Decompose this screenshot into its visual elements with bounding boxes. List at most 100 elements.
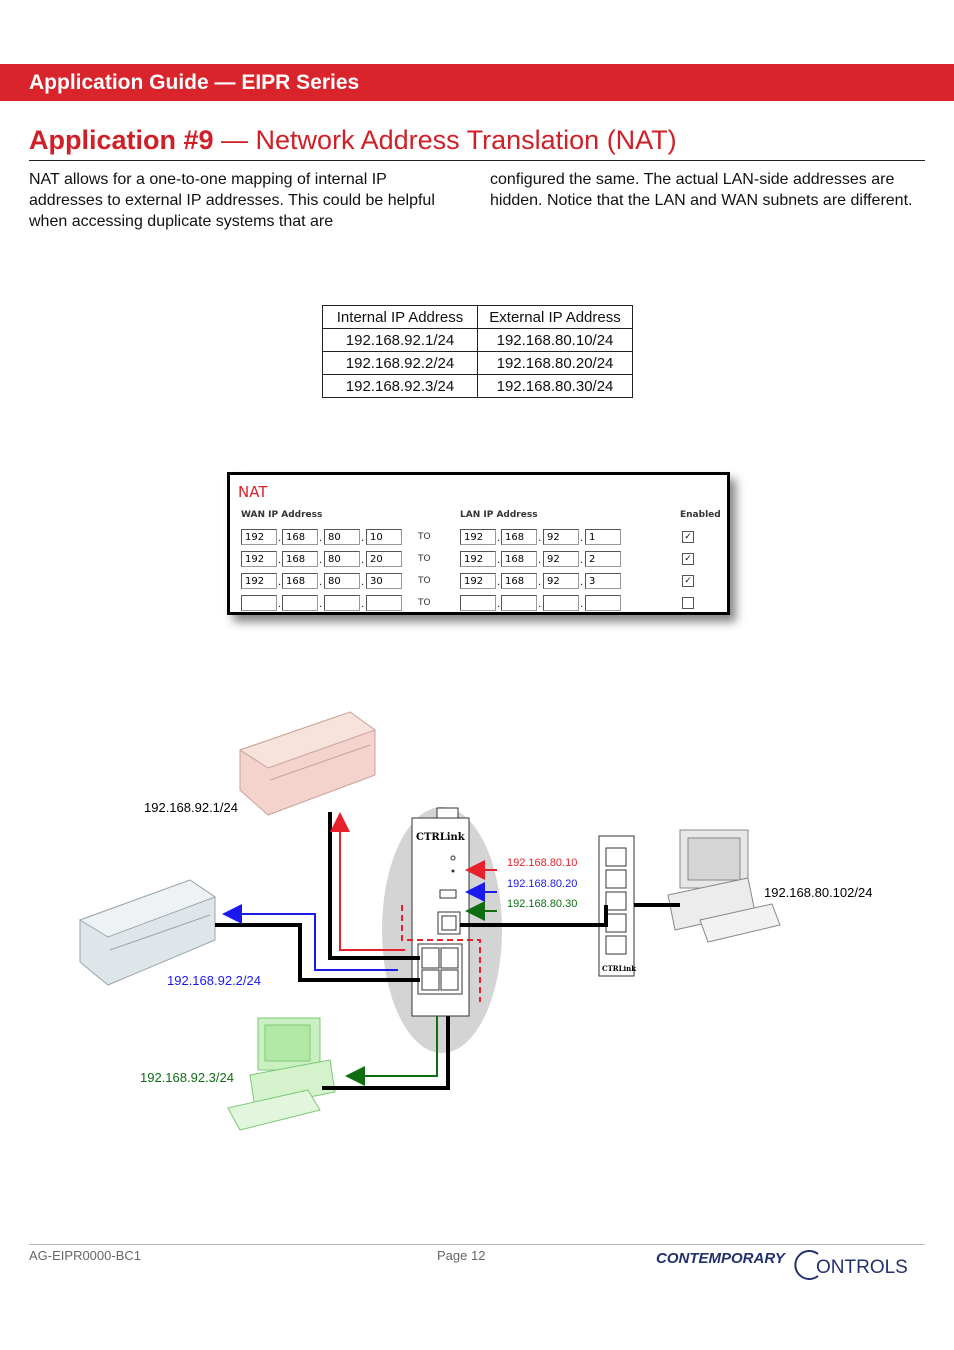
lan-octet-input[interactable]: 192	[460, 573, 496, 589]
page-title-rest: — Network Address Translation (NAT)	[213, 125, 677, 155]
lan-octet-input[interactable]: 192	[460, 551, 496, 567]
red-dashed-mapping	[401, 905, 481, 1002]
octet-separator: .	[361, 533, 365, 544]
blue-traffic-arrow	[222, 904, 398, 971]
octet-separator: .	[319, 599, 323, 610]
octet-separator: .	[361, 577, 365, 588]
lan-octet-input[interactable]: 2	[585, 551, 621, 567]
external-ip-label-1: 192.168.80.10	[507, 857, 577, 869]
lan-octet-input[interactable]	[501, 595, 537, 611]
lan-octet-input[interactable]: 1	[585, 529, 621, 545]
nat-table-row: ...TO...	[230, 595, 727, 615]
wan-octet-input[interactable]: 10	[366, 529, 402, 545]
octet-separator: .	[497, 599, 501, 610]
intro-paragraph-right: configured the same. The actual LAN-side…	[490, 171, 913, 209]
enabled-checkbox[interactable]: ✓	[682, 531, 694, 543]
banner-title: Application Guide — EIPR Series	[29, 71, 360, 94]
octet-separator: .	[361, 599, 365, 610]
table-header: External IP Address	[477, 305, 633, 329]
octet-separator: .	[278, 555, 282, 566]
wan-octet-input[interactable]: 192	[241, 529, 277, 545]
octet-separator: .	[278, 533, 282, 544]
octet-separator: .	[319, 533, 323, 544]
table-cell: 192.168.92.2/24	[322, 351, 478, 375]
wan-octet-input[interactable]: 30	[366, 573, 402, 589]
switch-brand-label: CTRLink	[602, 964, 636, 973]
lan-octet-input[interactable]	[543, 595, 579, 611]
document-id: AG-EIPR0000-BC1	[29, 1248, 141, 1263]
green-computer	[227, 1017, 336, 1131]
lan-octet-input[interactable]: 168	[501, 573, 537, 589]
table-cell: 192.168.92.3/24	[322, 374, 478, 398]
wan-octet-input[interactable]	[241, 595, 277, 611]
wan-octet-input[interactable]: 192	[241, 573, 277, 589]
lan-octet-input[interactable]: 168	[501, 529, 537, 545]
wan-octet-input[interactable]: 192	[241, 551, 277, 567]
wan-octet-input[interactable]: 80	[324, 573, 360, 589]
table-cell: 192.168.80.20/24	[477, 351, 633, 375]
logo-text-2: ONTROLS	[816, 1257, 908, 1278]
ip-mapping-table: Internal IP Address External IP Address …	[322, 305, 633, 398]
lan-octet-input[interactable]: 192	[460, 529, 496, 545]
to-label: TO	[418, 554, 431, 564]
page-title-bold: Application #9	[29, 125, 214, 155]
contemporary-controls-logo: CONTEMPORARY ONTROLS	[656, 1250, 908, 1280]
cable-green-computer	[322, 1016, 450, 1090]
lan-octet-input[interactable]	[585, 595, 621, 611]
wan-octet-input[interactable]: 80	[324, 551, 360, 567]
device-2-ip-label: 192.168.92.2/24	[167, 973, 261, 988]
wan-octet-input[interactable]: 80	[324, 529, 360, 545]
table-row: 192.168.92.3/24 192.168.80.30/24	[322, 374, 633, 398]
controller-device-2	[78, 879, 217, 986]
to-label: TO	[418, 598, 431, 608]
title-divider	[29, 160, 925, 161]
octet-separator: .	[319, 577, 323, 588]
wan-octet-input[interactable]: 168	[282, 573, 318, 589]
wan-octet-input[interactable]	[282, 595, 318, 611]
table-cell: 192.168.80.10/24	[477, 328, 633, 352]
octet-separator: .	[538, 555, 542, 566]
lan-column-header: LAN IP Address	[460, 510, 538, 520]
enabled-checkbox[interactable]: ✓	[682, 575, 694, 587]
nat-panel-title: NAT	[238, 483, 268, 501]
octet-separator: .	[361, 555, 365, 566]
to-label: TO	[418, 576, 431, 586]
table-header: Internal IP Address	[322, 305, 478, 329]
lan-octet-input[interactable]	[460, 595, 496, 611]
lan-octet-input[interactable]: 92	[543, 573, 579, 589]
octet-separator: .	[278, 577, 282, 588]
table-row: 192.168.92.1/24 192.168.80.10/24	[322, 328, 633, 352]
cable-router-switch	[460, 905, 608, 927]
eipr-router: CTRLink	[411, 807, 470, 1017]
octet-separator: .	[497, 533, 501, 544]
lan-octet-input[interactable]: 92	[543, 551, 579, 567]
lan-octet-input[interactable]: 3	[585, 573, 621, 589]
lan-octet-input[interactable]: 92	[543, 529, 579, 545]
logo-text-1: CONTEMPORARY	[656, 1250, 787, 1267]
external-ip-label-2: 192.168.80.20	[507, 878, 577, 890]
octet-separator: .	[497, 555, 501, 566]
wan-octet-input[interactable]	[366, 595, 402, 611]
external-ip-label-3: 192.168.80.30	[507, 898, 577, 910]
wan-octet-input[interactable]	[324, 595, 360, 611]
table-cell: 192.168.92.1/24	[322, 328, 478, 352]
footer-divider	[29, 1244, 925, 1245]
device-1-ip-label: 192.168.92.1/24	[144, 800, 238, 815]
octet-separator: .	[580, 577, 584, 588]
cable-device-1	[328, 812, 420, 960]
enabled-checkbox[interactable]	[682, 597, 694, 609]
network-diagram: CTRLink CTRLink 192.168.92.1/24 192	[78, 711, 872, 1131]
ethernet-cables	[215, 812, 680, 1090]
intro-paragraph-left: NAT allows for a one-to-one mapping of i…	[29, 171, 435, 230]
table-row: 192.168.92.2/24 192.168.80.20/24	[322, 351, 633, 375]
octet-separator: .	[580, 599, 584, 610]
wan-octet-input[interactable]: 20	[366, 551, 402, 567]
enabled-checkbox[interactable]: ✓	[682, 553, 694, 565]
wan-octet-input[interactable]: 168	[282, 551, 318, 567]
controller-device-1	[238, 711, 377, 816]
wan-octet-input[interactable]: 168	[282, 529, 318, 545]
lan-octet-input[interactable]: 168	[501, 551, 537, 567]
router-brand-label: CTRLink	[416, 832, 466, 843]
